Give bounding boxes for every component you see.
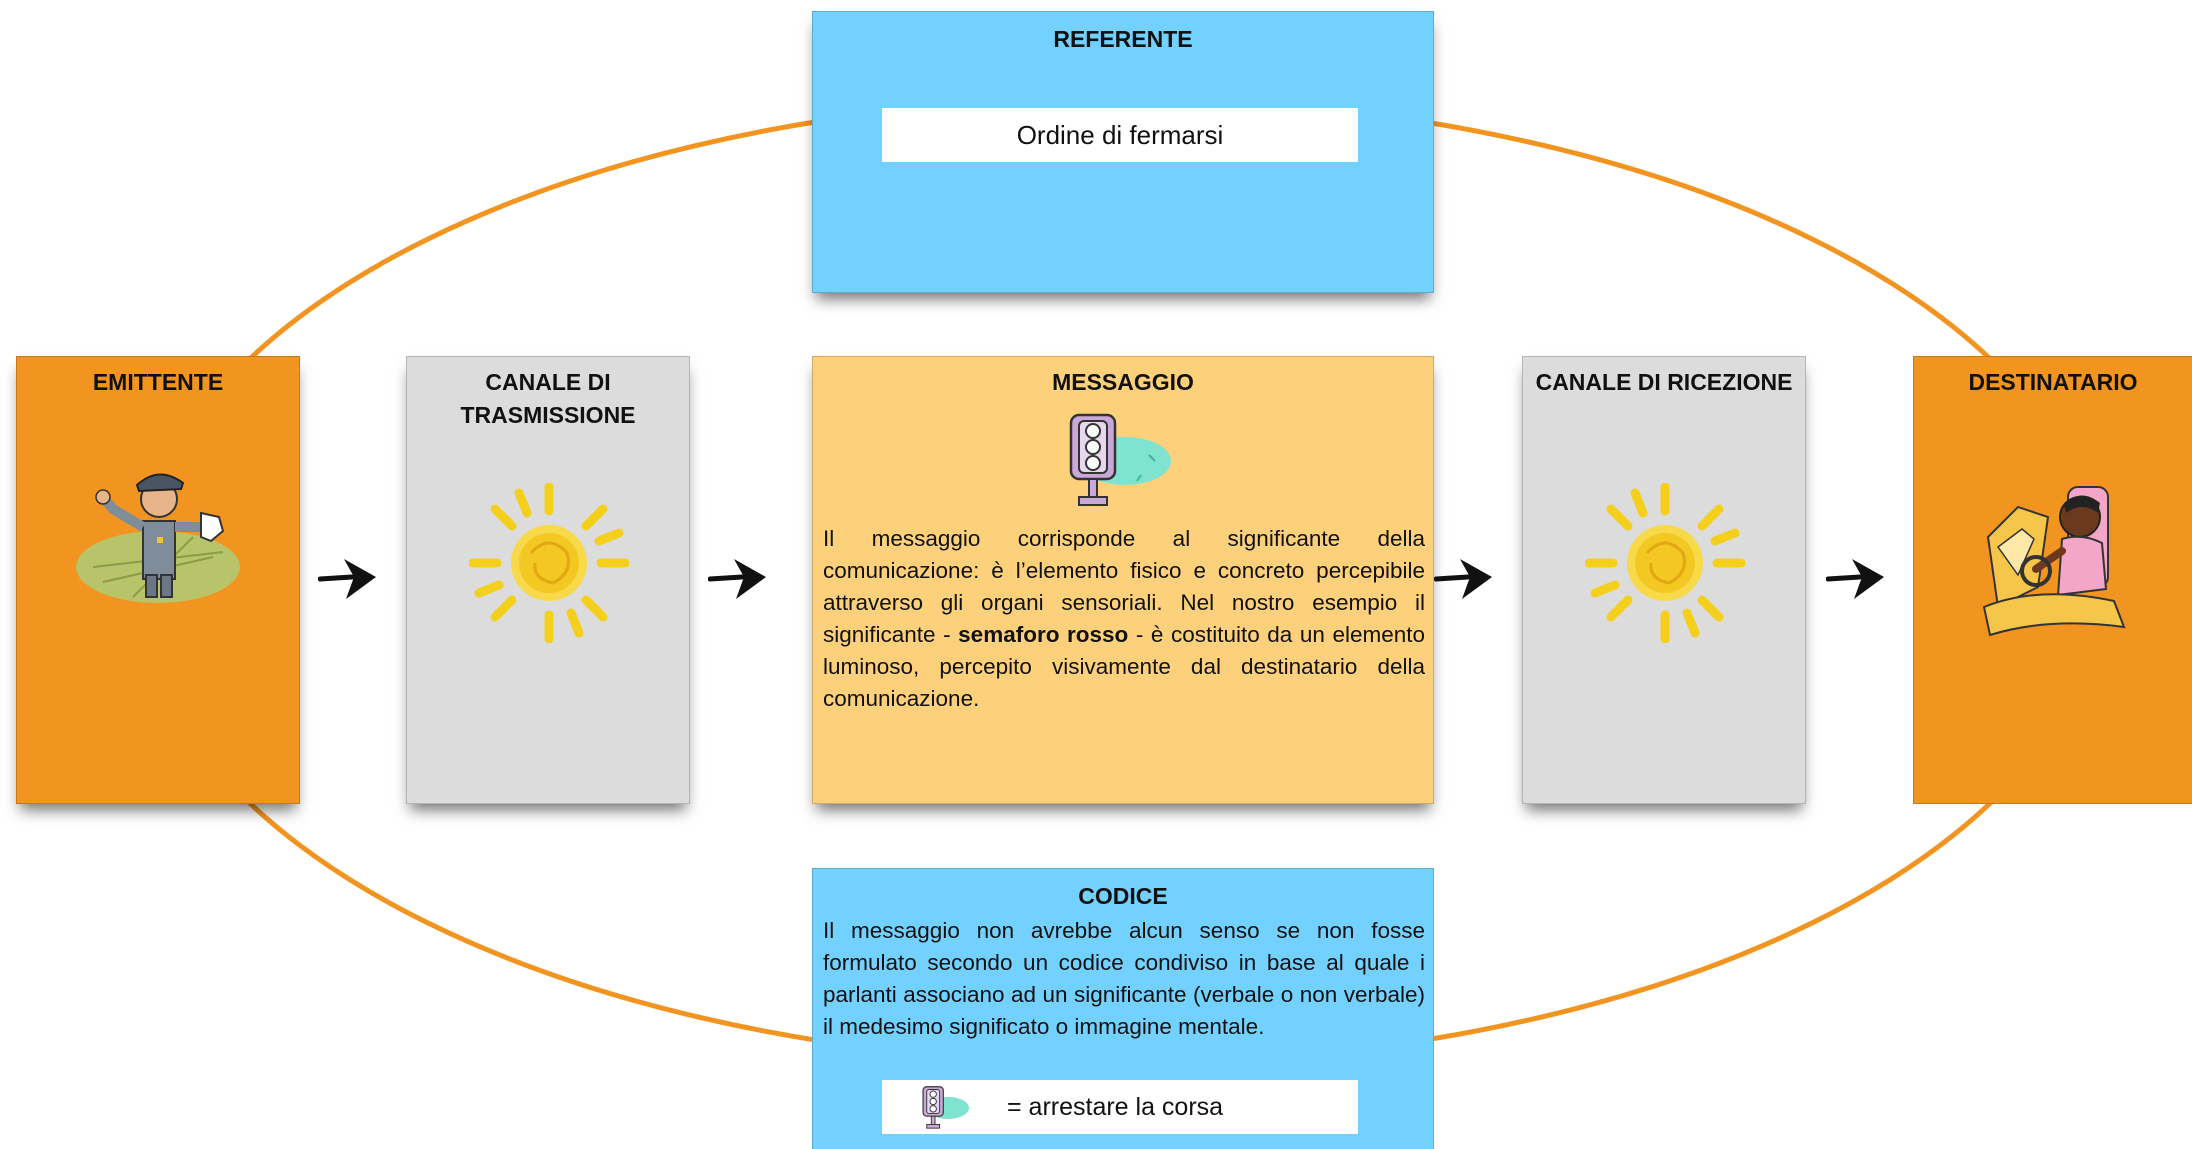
sun-icon: [1585, 483, 1745, 643]
traffic-light-icon: [1069, 413, 1171, 506]
messaggio-title: MESSAGGIO: [1052, 369, 1194, 395]
traffic-policeman-icon: [76, 473, 240, 603]
woman-driver-icon: [1982, 486, 2126, 637]
arrow-messaggio-to-canale: [1434, 559, 1492, 599]
canale-trasmissione-title-line2: TRASMISSIONE: [460, 402, 636, 428]
traffic-light-icon: [922, 1086, 970, 1129]
codice-title: CODICE: [1078, 883, 1168, 909]
destinatario-title: DESTINATARIO: [1968, 369, 2138, 395]
canale-ricezione-box: CANALE DI RICEZIONE: [1522, 356, 1806, 804]
emittente-box: EMITTENTE: [16, 356, 300, 804]
emittente-title: EMITTENTE: [92, 369, 224, 395]
codice-legend: = arrestare la corsa: [882, 1080, 1358, 1134]
messaggio-text-before: Il messaggio corrisponde al significante…: [823, 526, 1425, 647]
codice-box: CODICE Il messaggio non avrebbe alcun se…: [812, 868, 1434, 1149]
canale-trasmissione-box: CANALE DI TRASMISSIONE: [406, 356, 690, 804]
canale-ricezione-title: CANALE DI RICEZIONE: [1535, 369, 1793, 395]
codice-description: Il messaggio non avrebbe alcun senso se …: [823, 918, 1425, 1039]
messaggio-box: MESSAGGIO Il messaggio corrisponde al si…: [812, 356, 1434, 804]
canale-trasmissione-title-line1: CANALE DI: [485, 369, 611, 395]
destinatario-box: DESTINATARIO: [1913, 356, 2192, 804]
referente-box: REFERENTE Ordine di fermarsi: [812, 11, 1434, 293]
codice-legend-text: = arrestare la corsa: [1007, 1093, 1224, 1121]
arrow-canale-to-destinatario: [1826, 559, 1884, 599]
referente-title: REFERENTE: [1053, 26, 1193, 52]
messaggio-description: Il messaggio corrisponde al significante…: [823, 523, 1425, 715]
arrow-canale-to-messaggio: [708, 559, 766, 599]
messaggio-text-after: - è costituito da un elemento luminoso, …: [823, 622, 1426, 711]
messaggio-text-bold: semaforo rosso: [958, 622, 1129, 647]
sun-icon: [469, 483, 629, 643]
referente-content: Ordine di fermarsi: [882, 108, 1358, 162]
arrow-emittente-to-canale: [318, 559, 376, 599]
